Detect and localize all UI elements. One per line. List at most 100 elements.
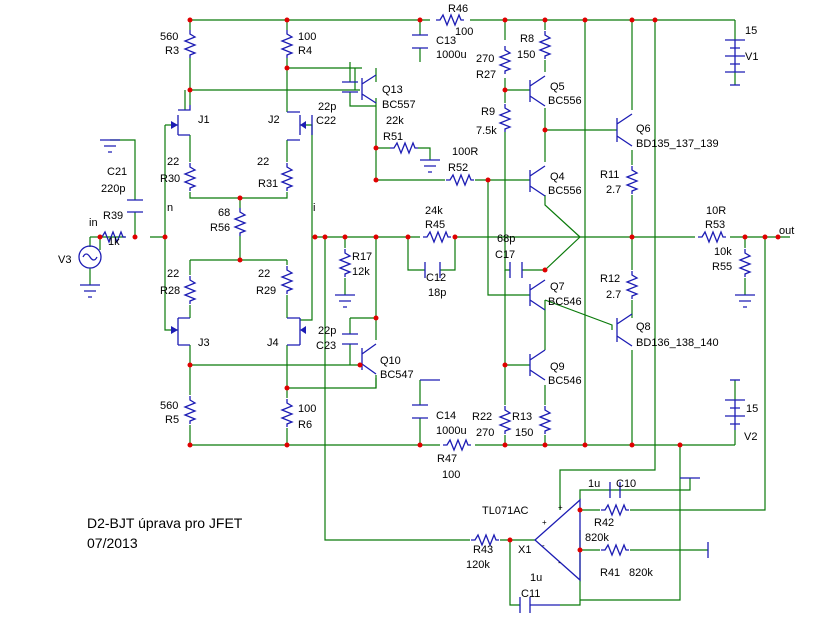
components — [78, 14, 755, 613]
R11-value: 2.7 — [606, 184, 621, 196]
drawing-title: D2-BJT úprava pro JFET — [87, 515, 243, 531]
Q7-name: Q7 — [550, 281, 565, 293]
R45-value: 24k — [425, 205, 443, 217]
R30-value: 22 — [167, 156, 179, 168]
C21-name: C21 — [107, 166, 127, 178]
R43-name: R43 — [473, 544, 493, 556]
R6-value: 100 — [298, 403, 316, 415]
R17-value: 12k — [352, 266, 370, 278]
X1-name: X1 — [518, 544, 531, 556]
R52-value: 100R — [452, 146, 478, 158]
C13-value: 1000u — [436, 49, 467, 61]
R45-name: R45 — [425, 219, 445, 231]
Q7-part: BC546 — [548, 296, 582, 308]
C22-name: C22 — [316, 115, 336, 127]
svg-text:+: + — [558, 503, 563, 512]
Q8-name: Q8 — [636, 321, 651, 333]
R3-value: 560 — [160, 31, 178, 43]
node-i-label: i — [313, 202, 315, 214]
R29-name: R29 — [256, 285, 276, 297]
R5-name: R5 — [165, 414, 179, 426]
R51-name: R51 — [383, 131, 403, 143]
C13-name: C13 — [436, 35, 456, 47]
V2-value: 15 — [746, 403, 758, 415]
V1-value: 15 — [745, 25, 757, 37]
R8-value: 150 — [517, 49, 535, 61]
R42-name: R42 — [594, 517, 614, 529]
C14-value: 1000u — [436, 425, 467, 437]
node-n-label: n — [167, 202, 173, 214]
R52-name: R52 — [448, 162, 468, 174]
R55-name: R55 — [712, 261, 732, 273]
R43-value: 120k — [466, 559, 490, 571]
R53-value: 10R — [706, 205, 726, 217]
drawing-date: 07/2013 — [87, 535, 138, 551]
Q9-part: BC546 — [548, 375, 582, 387]
V2-name: V2 — [744, 431, 757, 443]
R11-name: R11 — [600, 169, 619, 181]
C10-value: 1u — [588, 478, 600, 490]
R30-name: R30 — [160, 173, 180, 185]
C12-name: C12 — [426, 272, 446, 284]
R6-name: R6 — [298, 419, 312, 431]
Q6-name: Q6 — [636, 123, 651, 135]
C12-value: 18p — [428, 287, 446, 299]
R29-value: 22 — [258, 268, 270, 280]
R39-name: R39 — [103, 210, 123, 222]
Q6-part: BD135_137_139 — [636, 138, 719, 150]
R46-name: R46 — [448, 3, 468, 15]
Q13-part: BC557 — [382, 99, 416, 111]
drawing-notes: D2-BJT úprava pro JFET 07/2013 — [87, 515, 243, 551]
svg-text:-: - — [558, 558, 561, 567]
Q13-name: Q13 — [382, 84, 403, 96]
R56-name: R56 — [210, 222, 230, 234]
node-out-label: out — [779, 225, 794, 237]
R8-name: R8 — [520, 33, 534, 45]
R9-name: R9 — [481, 106, 495, 118]
V3-name: V3 — [58, 254, 71, 266]
svg-text:+: + — [542, 518, 547, 527]
J4-name: J4 — [267, 337, 279, 349]
X1-part: TL071AC — [482, 505, 529, 517]
node-dots — [97, 17, 781, 553]
J2-name: J2 — [268, 114, 280, 126]
R4-name: R4 — [298, 45, 312, 57]
R12-name: R12 — [600, 273, 620, 285]
R12-value: 2.7 — [606, 289, 621, 301]
R53-name: R53 — [705, 219, 725, 231]
component-labels: R46 100 560 R3 100 R4 C13 1000u 270 R27 … — [58, 3, 794, 600]
R39-value: 1k — [108, 236, 120, 248]
V1-name: V1 — [745, 51, 758, 63]
R42-value: 820k — [585, 532, 609, 544]
R27-value: 270 — [476, 53, 494, 65]
R31-name: R31 — [258, 178, 278, 190]
R22-value: 270 — [476, 427, 494, 439]
R4-value: 100 — [298, 31, 316, 43]
R55-value: 10k — [714, 246, 732, 258]
R5-value: 560 — [160, 400, 178, 412]
R31-value: 22 — [257, 156, 269, 168]
R13-name: R13 — [512, 411, 532, 423]
R3-name: R3 — [165, 45, 179, 57]
R51-value: 22k — [386, 115, 404, 127]
C17-value: 68p — [497, 233, 515, 245]
R27-name: R27 — [476, 69, 496, 81]
C17-name: C17 — [495, 249, 515, 261]
C22-value: 22p — [318, 101, 336, 113]
R47-value: 100 — [442, 469, 460, 481]
Q5-name: Q5 — [550, 81, 565, 93]
R9-value: 7.5k — [476, 125, 497, 137]
C10-name: C10 — [616, 478, 636, 490]
Q10-name: Q10 — [380, 355, 401, 367]
R41-name: R41 — [600, 567, 620, 579]
C23-value: 22p — [318, 325, 336, 337]
wires — [89, 19, 790, 606]
C21-value: 220p — [101, 183, 125, 195]
R41-value: 820k — [629, 567, 653, 579]
Q5-part: BC556 — [548, 95, 582, 107]
R22-name: R22 — [472, 411, 492, 423]
R47-name: R47 — [437, 453, 457, 465]
J1-name: J1 — [198, 114, 210, 126]
C11-value: 1u — [530, 572, 542, 584]
